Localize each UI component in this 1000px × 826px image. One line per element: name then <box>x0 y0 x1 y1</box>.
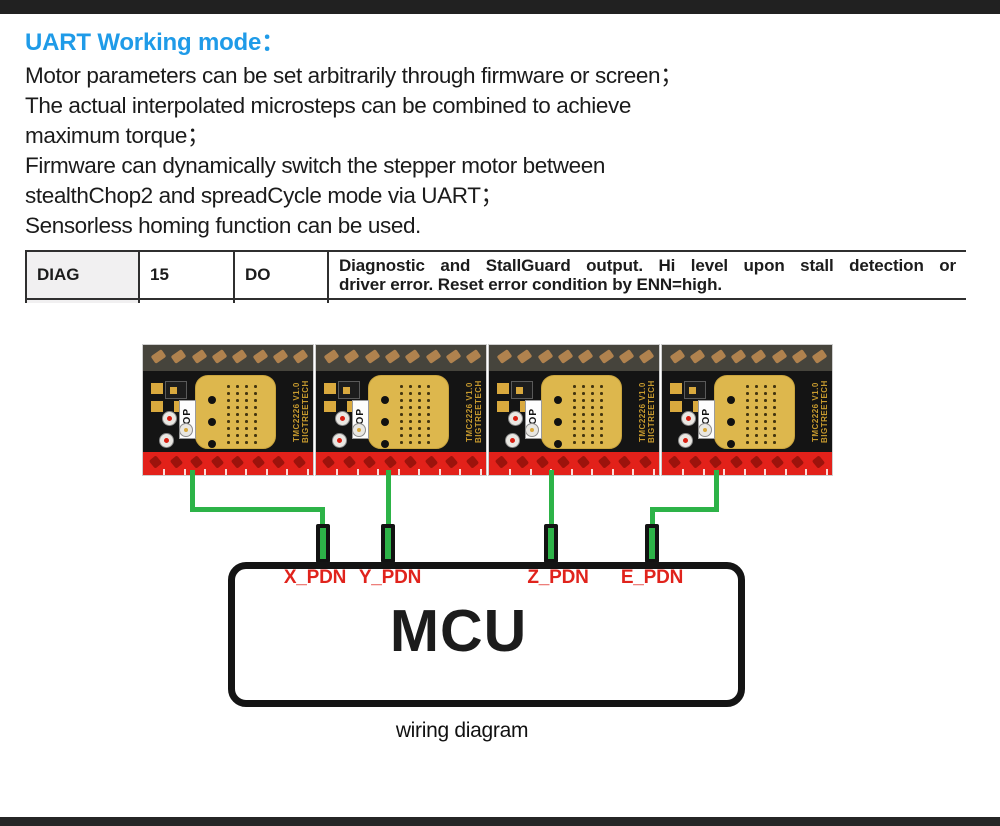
page-title: UART Working mode： <box>25 29 285 56</box>
pcb-pad-red <box>509 412 522 425</box>
module-bottom-pin-strip <box>143 452 313 475</box>
wire-x-vertical <box>190 470 195 510</box>
driver-module: TOP BIGTREETECH TMC2226 V1.0 <box>143 345 313 475</box>
smd-component <box>670 383 682 394</box>
smd-component <box>324 401 336 412</box>
wire-x-horizontal <box>190 507 325 512</box>
module-pin-header <box>316 345 486 371</box>
module-bottom-pin-strip <box>489 452 659 475</box>
tmc2226-chip <box>714 375 795 449</box>
driver-module: TOP BIGTREETECH TMC2226 V1.0 <box>662 345 832 475</box>
module-bottom-pin-strip <box>662 452 832 475</box>
small-ic-chip <box>338 381 360 399</box>
pcb-pad-red <box>333 434 346 447</box>
pin-name-cell: DIAG <box>25 250 140 300</box>
pin-table-next-row-cut <box>25 298 966 303</box>
tmc2226-chip <box>195 375 276 449</box>
small-ic-chip <box>684 381 706 399</box>
smd-component <box>151 383 163 394</box>
port-label-y-pdn: Y_PDN <box>358 567 422 588</box>
pcb-pad-red <box>336 412 349 425</box>
mcu-box <box>228 562 745 707</box>
module-bottom-pin-strip <box>316 452 486 475</box>
pcb-pad-gold <box>353 424 365 436</box>
pcb-pad-red <box>160 434 173 447</box>
pin-table-row: DIAG 15 DO Diagnostic and StallGuard out… <box>25 250 966 300</box>
pin-type-cell: DO <box>233 250 329 300</box>
wire-e-horizontal <box>650 507 719 512</box>
paragraph-line: maximum torque； <box>25 123 210 148</box>
pin-table: DIAG 15 DO Diagnostic and StallGuard out… <box>25 250 966 303</box>
pin-number-cell: 15 <box>138 250 235 300</box>
small-ic-chip <box>165 381 187 399</box>
port-label-e-pdn: E_PDN <box>620 567 684 588</box>
pcb-pad-red <box>682 412 695 425</box>
smd-component <box>497 383 509 394</box>
diagram-caption: wiring diagram <box>395 719 529 742</box>
paragraph-line: Firmware can dynamically switch the step… <box>25 153 605 178</box>
top-border-bar <box>0 0 1000 14</box>
driver-module: TOP BIGTREETECH TMC2226 V1.0 <box>489 345 659 475</box>
pin-description-line: driver error. Reset error condition by E… <box>339 275 722 294</box>
pcb-pad-gold <box>180 424 192 436</box>
pin-description-line: Diagnostic and StallGuard output. Hi lev… <box>339 256 956 275</box>
smd-component <box>324 383 336 394</box>
tmc2226-chip <box>541 375 622 449</box>
wire-e-vertical <box>714 470 719 510</box>
port-label-x-pdn: X_PDN <box>283 567 347 588</box>
wire-y-vertical <box>386 470 391 526</box>
module-pin-header <box>662 345 832 371</box>
smd-component <box>151 401 163 412</box>
paragraph-line: stealthChop2 and spreadCycle mode via UA… <box>25 183 503 208</box>
connector-x-pdn <box>316 524 330 563</box>
pcb-pad-gold <box>699 424 711 436</box>
description-paragraph: Motor parameters can be set arbitrarily … <box>25 61 845 241</box>
paragraph-line: Sensorless homing function can be used. <box>25 213 421 238</box>
smd-component <box>670 401 682 412</box>
wire-x-drop <box>320 510 325 526</box>
pcb-pad-red <box>163 412 176 425</box>
pcb-pad-red <box>679 434 692 447</box>
tmc2226-chip <box>368 375 449 449</box>
wire-z-vertical <box>549 470 554 526</box>
connector-z-pdn <box>544 524 558 563</box>
pin-description-cell: Diagnostic and StallGuard output. Hi lev… <box>327 250 966 300</box>
module-pin-header <box>489 345 659 371</box>
pcb-pad-red <box>506 434 519 447</box>
connector-y-pdn <box>381 524 395 563</box>
wire-e-drop <box>650 510 655 526</box>
paragraph-line: Motor parameters can be set arbitrarily … <box>25 63 683 88</box>
module-pin-header <box>143 345 313 371</box>
mcu-label: MCU <box>389 598 528 664</box>
pcb-pad-gold <box>526 424 538 436</box>
small-ic-chip <box>511 381 533 399</box>
driver-module: TOP BIGTREETECH TMC2226 V1.0 <box>316 345 486 475</box>
smd-component <box>497 401 509 412</box>
paragraph-line: The actual interpolated microsteps can b… <box>25 93 631 118</box>
bottom-border-bar <box>0 817 1000 826</box>
port-label-z-pdn: Z_PDN <box>527 567 589 588</box>
connector-e-pdn <box>645 524 659 563</box>
